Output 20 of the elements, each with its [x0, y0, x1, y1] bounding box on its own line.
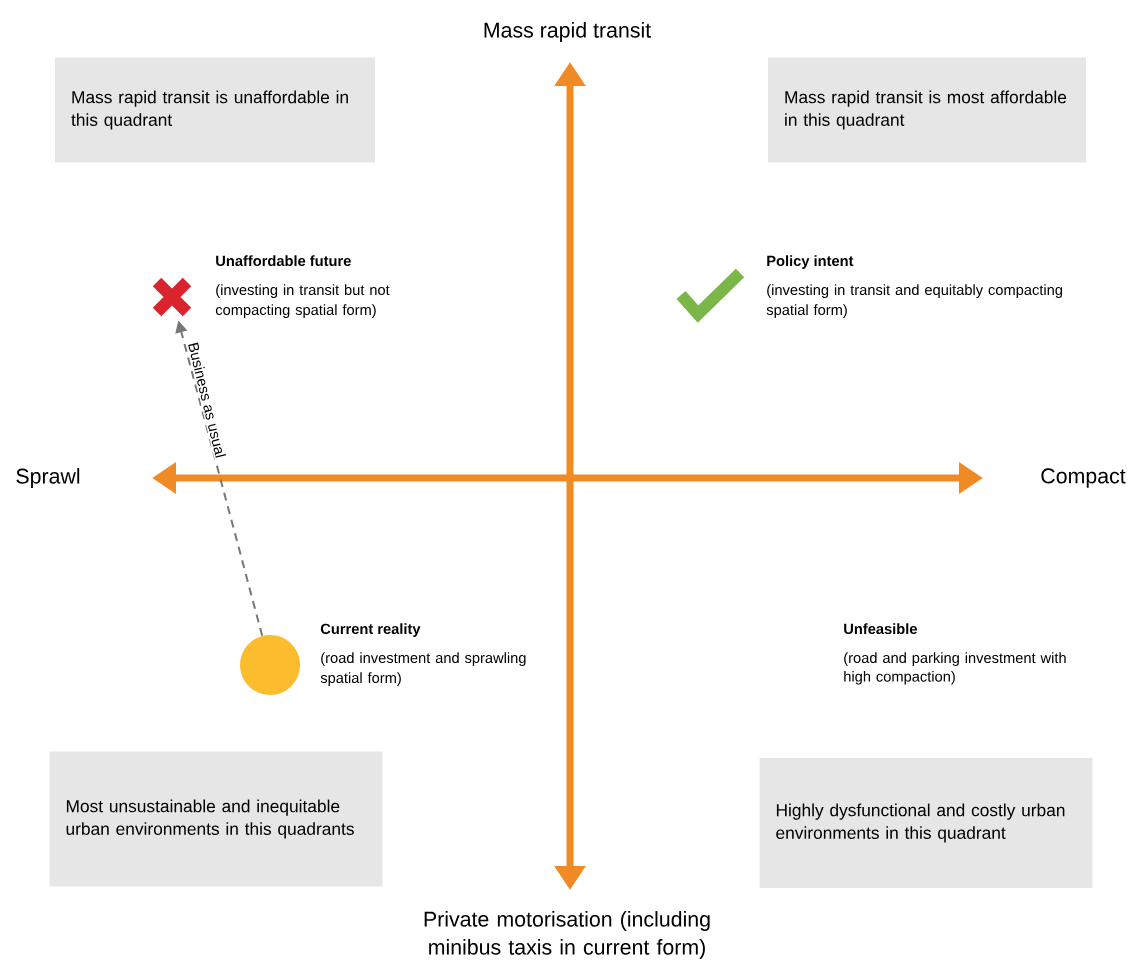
marker-description: (investing in transit and equitably compacting spatial form): [766, 284, 1062, 318]
quadrant-note-box: Mass rapid transit is most affordable in this quadrant: [768, 57, 1086, 163]
cross-mark: [151, 276, 193, 318]
marker-description: (road investment and sprawling spatial form): [320, 652, 526, 686]
quadrant-note-box: Highly dysfunctional and costly urban environments in this quadrant: [759, 758, 1093, 888]
marker-description: (investing in transit but not compacting spatial form): [215, 284, 390, 318]
dot-marker: [240, 635, 300, 695]
marker-description: (road and parking investment with high compaction): [844, 652, 1066, 685]
quadrant-note-box: Mass rapid transit is unaffordable in this quadrant: [55, 57, 375, 163]
marker-heading: Unfeasible: [844, 623, 917, 635]
marker-heading: Current reality: [320, 623, 421, 637]
marker-heading: Policy intent: [767, 255, 854, 269]
axis-label: Mass rapid transit: [484, 22, 651, 42]
axis-label: Private motorisation (including minibus taxis in current form): [424, 911, 710, 959]
axis-label: Sprawl: [16, 468, 80, 488]
edge-label: Business as usual: [188, 342, 226, 458]
check-mark: [676, 268, 745, 323]
marker-heading: Unaffordable future: [216, 255, 351, 267]
axis-label: Compact: [1041, 468, 1126, 488]
quadrant-note-box: Most unsustainable and inequitable urban environments in this quadrants: [49, 751, 383, 887]
